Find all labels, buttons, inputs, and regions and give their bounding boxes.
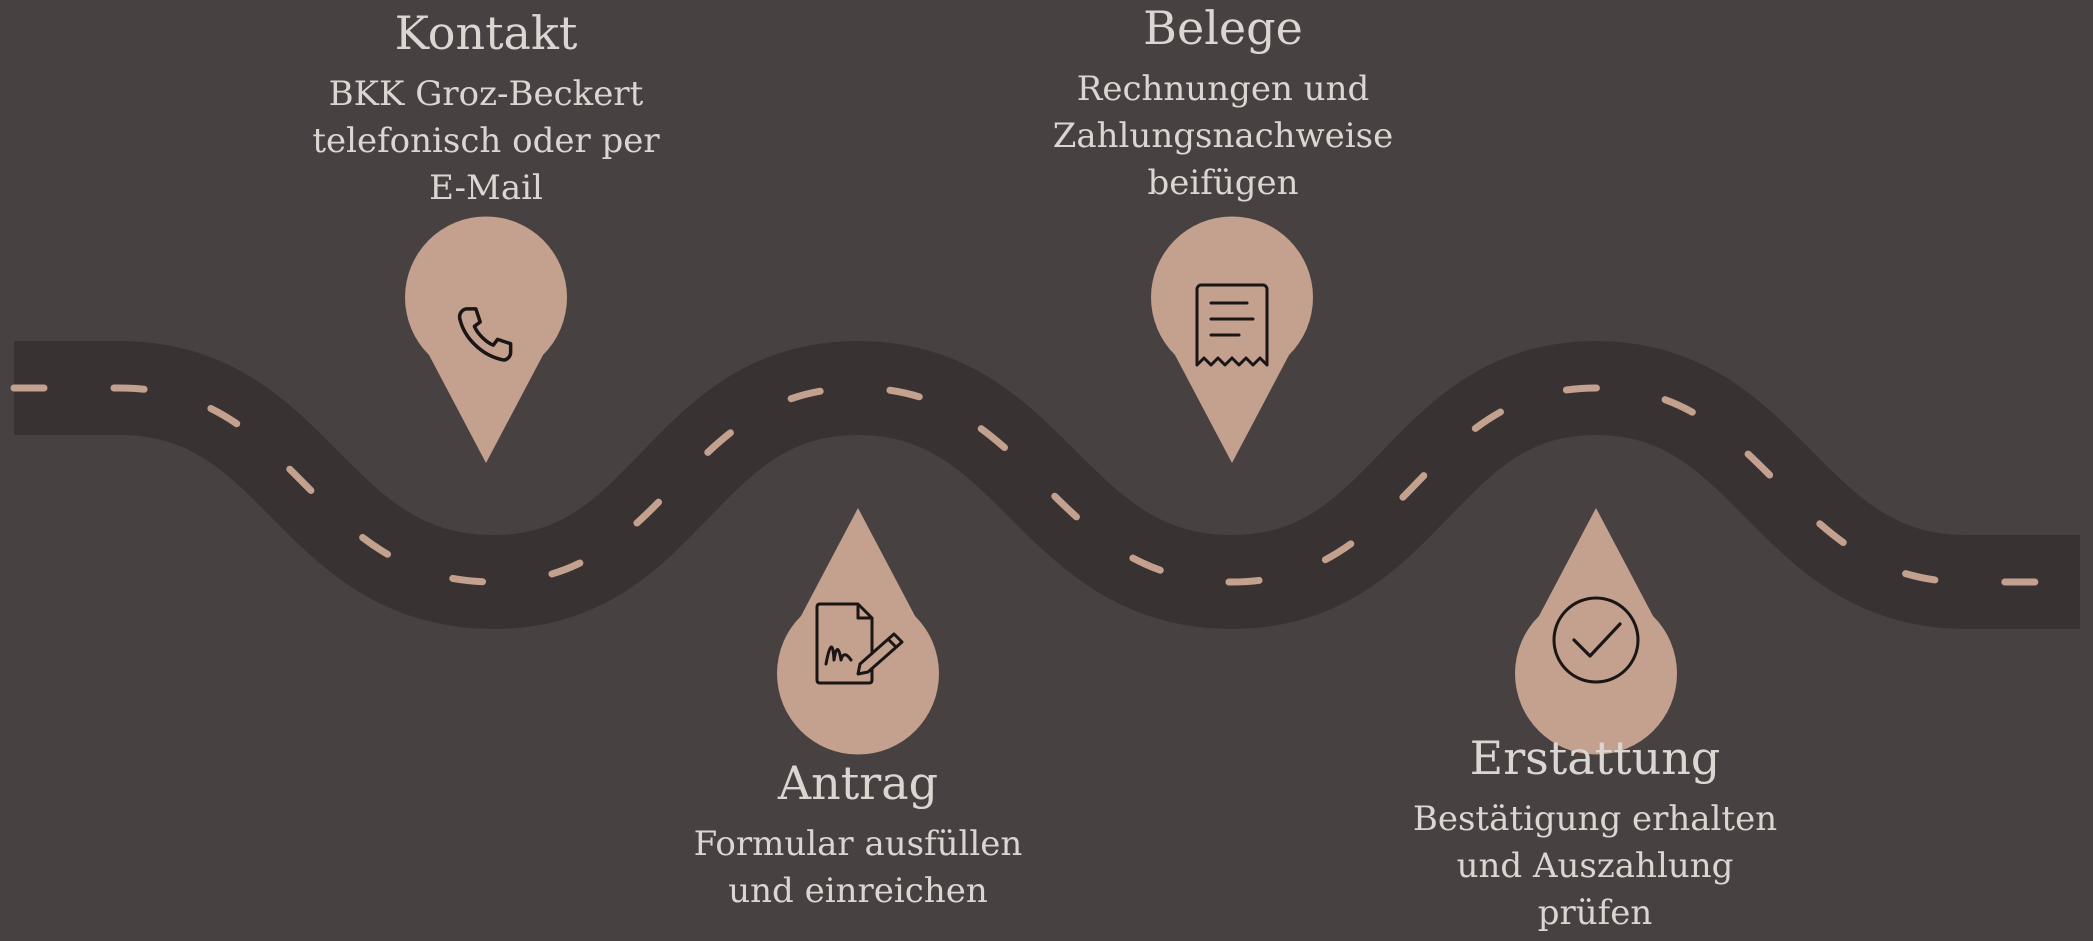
step-description: Formular ausfüllen und einreichen bbox=[693, 824, 1023, 911]
marker-pin bbox=[777, 508, 939, 755]
marker-kontakt bbox=[405, 216, 567, 463]
step-title: Antrag bbox=[777, 756, 939, 810]
step-kontakt: Kontakt BKK Groz-Beckert telefonisch ode… bbox=[286, 5, 686, 212]
step-description: BKK Groz-Beckert telefonisch oder per E-… bbox=[312, 74, 660, 208]
road-center-dashes bbox=[10, 384, 2084, 586]
signed-document-icon bbox=[815, 602, 904, 685]
step-title: Erstattung bbox=[1469, 731, 1721, 785]
step-description: Rechnungen und Zahlungsnachweise beifüge… bbox=[1052, 69, 1394, 203]
step-antrag: Antrag Formular ausfüllen und einreichen bbox=[658, 755, 1058, 915]
phone-icon bbox=[457, 307, 513, 362]
marker-pin bbox=[1151, 216, 1313, 463]
step-title: Belege bbox=[1143, 1, 1303, 55]
marker-belege bbox=[1151, 216, 1313, 463]
marker-antrag bbox=[777, 508, 939, 755]
step-belege: Belege Rechnungen und Zahlungsnachweise … bbox=[1023, 0, 1423, 207]
marker-erstattung bbox=[1515, 508, 1677, 755]
step-erstattung: Erstattung Bestätigung erhalten und Ausz… bbox=[1370, 730, 1820, 937]
check-circle-icon bbox=[1552, 596, 1640, 684]
step-description: Bestätigung erhalten und Auszahlung prüf… bbox=[1412, 799, 1778, 933]
marker-pin bbox=[1515, 508, 1677, 755]
receipt-icon bbox=[1195, 283, 1269, 367]
road bbox=[10, 340, 2084, 630]
step-title: Kontakt bbox=[394, 6, 578, 60]
